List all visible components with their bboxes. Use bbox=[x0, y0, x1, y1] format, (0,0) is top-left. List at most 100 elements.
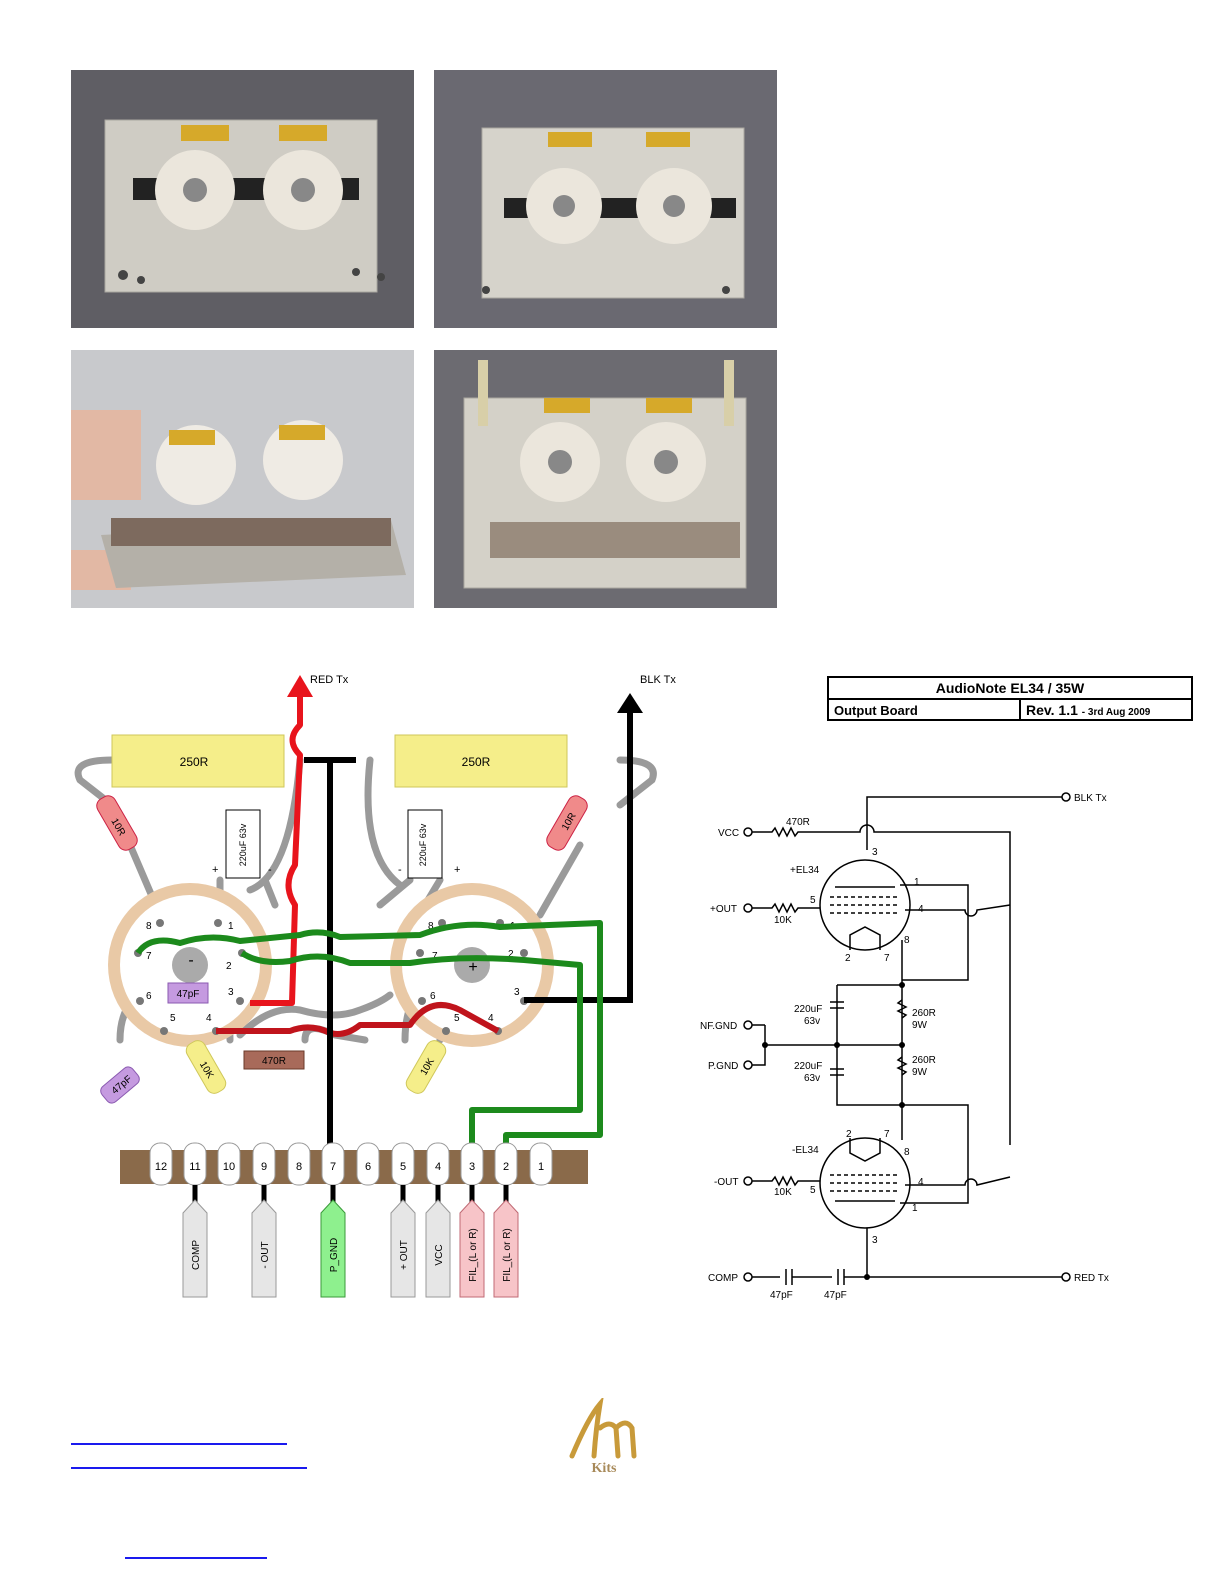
cap-220uf-left bbox=[225, 809, 261, 879]
terminal-1: 1 bbox=[538, 1161, 544, 1173]
tag-p-gnd-label: P_GND bbox=[329, 1238, 340, 1272]
tag-comp bbox=[182, 1199, 208, 1298]
tag-vcc-label: VCC bbox=[434, 1244, 445, 1265]
tag-comp-label: COMP bbox=[191, 1240, 202, 1270]
sch-r260b-w: 9W bbox=[912, 1067, 928, 1078]
sch-bot-pin8: 8 bbox=[904, 1147, 910, 1158]
left-pin-7: 7 bbox=[146, 951, 152, 962]
blk-tx-label: BLK Tx bbox=[640, 674, 676, 686]
cap-47pf-strip bbox=[100, 1066, 140, 1104]
link-1[interactable] bbox=[71, 1443, 287, 1445]
schematic-diagram: VCC 470R BLK Tx +EL34 +OUT 10K NF.GND P.… bbox=[700, 792, 1109, 1301]
board-photo-1 bbox=[71, 70, 414, 328]
right-pin-5: 5 bbox=[454, 1013, 460, 1024]
cap-220uf-right-label: 220uF 63v bbox=[418, 823, 428, 866]
photo-board-top-1 bbox=[71, 70, 414, 328]
title-block: AudioNote EL34 / 35W Output Board Rev. 1… bbox=[827, 676, 1193, 721]
socket-left-key bbox=[172, 947, 208, 983]
sch-r260a: 260R bbox=[912, 1008, 936, 1019]
tag-minus-out-label: - OUT bbox=[260, 1241, 271, 1268]
sch-bot-pin7: 7 bbox=[884, 1129, 890, 1140]
resistor-470r bbox=[243, 1050, 305, 1070]
terminal-2: 2 bbox=[503, 1161, 509, 1173]
wiring-diagram: RED Tx BLK Tx 250R 250R 10R 10R 220uF 63… bbox=[74, 674, 676, 1298]
tag-plus-out-label: + OUT bbox=[399, 1240, 410, 1270]
title-block-rev: Rev. 1.1 - 3rd Aug 2009 bbox=[1021, 700, 1191, 721]
left-pin-6: 6 bbox=[146, 991, 152, 1002]
sch-top-pin4: 4 bbox=[918, 904, 924, 915]
terminal-3: 3 bbox=[469, 1161, 475, 1173]
board-photo-4 bbox=[434, 350, 777, 608]
sch-cap2: 220uF bbox=[794, 1061, 822, 1072]
cap-47pf-socket-label: 47pF bbox=[177, 989, 200, 1000]
sch-top-pin1: 1 bbox=[914, 877, 920, 888]
title-block-title: AudioNote EL34 / 35W bbox=[829, 678, 1191, 700]
sch-p-gnd: P.GND bbox=[708, 1061, 738, 1072]
sch-tube-bot: -EL34 bbox=[792, 1145, 819, 1156]
sch-c47a: 47pF bbox=[770, 1290, 793, 1301]
an-kits-logo: Kits bbox=[569, 1398, 637, 1476]
resistor-250r-right-label: 250R bbox=[462, 755, 491, 769]
socket-right-plus: + bbox=[468, 959, 477, 976]
sch-r260b: 260R bbox=[912, 1055, 936, 1066]
terminal-9: 9 bbox=[261, 1161, 267, 1173]
terminal-7: 7 bbox=[330, 1161, 336, 1173]
tag-plus-out bbox=[390, 1199, 416, 1298]
sch-top-pin5: 5 bbox=[810, 895, 816, 906]
left-pin-3: 3 bbox=[228, 987, 234, 998]
red-tx-arrow bbox=[287, 675, 313, 697]
sch-cap1: 220uF bbox=[794, 1004, 822, 1015]
photo-board-with-strip bbox=[434, 350, 777, 608]
left-pin-4: 4 bbox=[206, 1013, 212, 1024]
tag-vcc bbox=[425, 1199, 451, 1298]
rev-date: - 3rd Aug 2009 bbox=[1081, 707, 1151, 718]
sch-plus-out: +OUT bbox=[710, 904, 737, 915]
right-pin-2: 2 bbox=[508, 949, 514, 960]
left-pin-5: 5 bbox=[170, 1013, 176, 1024]
resistor-10k-right bbox=[405, 1040, 447, 1094]
cap-220uf-right bbox=[407, 809, 443, 879]
cap-left-minus: - bbox=[268, 864, 272, 876]
link-2[interactable] bbox=[71, 1467, 307, 1469]
socket-left-minus: - bbox=[188, 952, 193, 969]
right-pin-8: 8 bbox=[428, 921, 434, 932]
resistor-10k-left bbox=[185, 1040, 227, 1094]
sch-r470: 470R bbox=[786, 817, 810, 828]
tag-p-gnd bbox=[320, 1199, 346, 1298]
resistor-250r-right bbox=[394, 734, 568, 788]
terminal-6: 6 bbox=[365, 1161, 371, 1173]
link-3[interactable] bbox=[125, 1557, 267, 1559]
sch-c47b: 47pF bbox=[824, 1290, 847, 1301]
terminal-11: 11 bbox=[189, 1161, 200, 1173]
sch-minus-out: -OUT bbox=[714, 1177, 738, 1188]
tag-fil-2 bbox=[493, 1199, 519, 1298]
sch-r10k-bot: 10K bbox=[774, 1187, 792, 1198]
photo-board-side bbox=[71, 350, 414, 608]
tag-minus-out bbox=[251, 1199, 277, 1298]
tag-fil-1 bbox=[459, 1199, 485, 1298]
sch-comp: COMP bbox=[708, 1273, 738, 1284]
sch-bot-pin2: 2 bbox=[846, 1129, 852, 1140]
sch-bot-pin4: 4 bbox=[918, 1177, 924, 1188]
logo-kits-text: Kits bbox=[592, 1461, 617, 1476]
sch-blk-tx: BLK Tx bbox=[1074, 793, 1107, 804]
cap-220uf-left-label: 220uF 63v bbox=[238, 823, 248, 866]
terminal-5: 5 bbox=[400, 1161, 406, 1173]
sch-top-pin8: 8 bbox=[904, 935, 910, 946]
resistor-10r-left bbox=[96, 795, 138, 851]
resistor-10r-right bbox=[546, 795, 588, 851]
rev-text: Rev. 1.1 bbox=[1026, 702, 1078, 718]
right-pin-7: 7 bbox=[432, 951, 438, 962]
sch-top-pin2: 2 bbox=[845, 953, 851, 964]
sch-cap1v: 63v bbox=[804, 1016, 820, 1027]
resistor-250r-left bbox=[111, 734, 285, 788]
photo-board-top-2 bbox=[434, 70, 777, 328]
sch-r260a-w: 9W bbox=[912, 1020, 928, 1031]
terminal-4: 4 bbox=[435, 1161, 441, 1173]
sch-bot-pin5: 5 bbox=[810, 1185, 816, 1196]
board-photo-3 bbox=[71, 350, 414, 608]
resistor-470r-label: 470R bbox=[262, 1056, 286, 1067]
tag-fil-2-label: FIL_(L or R) bbox=[502, 1228, 513, 1282]
sch-nf-gnd: NF.GND bbox=[700, 1021, 737, 1032]
sch-bot-pin1: 1 bbox=[912, 1203, 918, 1214]
